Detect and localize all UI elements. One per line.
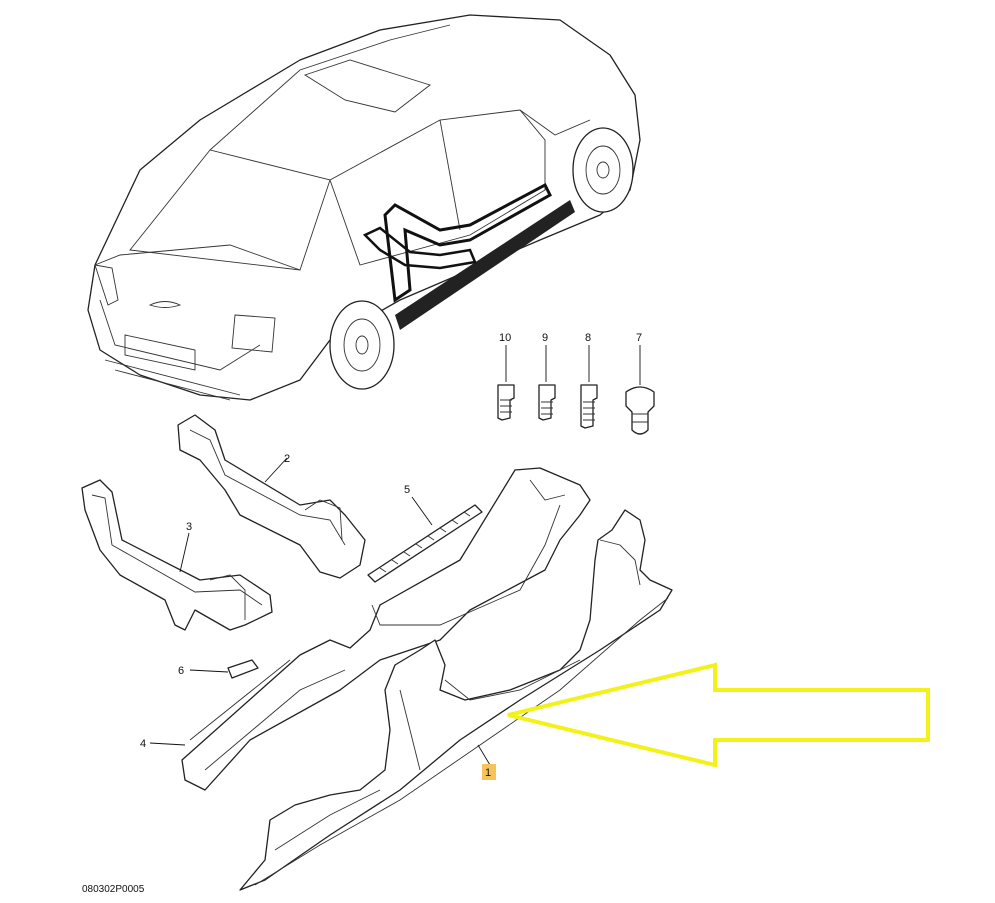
part-1-outer-sill: [239, 509, 673, 891]
part-4-inner-sill: [149, 467, 591, 791]
callout-8: 8: [585, 332, 591, 344]
part-3-bracket: [81, 479, 273, 631]
callout-4: 4: [140, 738, 146, 750]
yellow-arrow-annotation: [507, 662, 930, 768]
callout-labels: 1 2 3 4 5 6 7 8 9 10: [140, 332, 642, 780]
callout-1-highlight: [482, 764, 496, 780]
car-illustration: [87, 14, 641, 401]
part-6-clip: [189, 659, 259, 679]
fastener-10: [497, 345, 515, 421]
drawing-code: 080302P0005: [82, 884, 145, 895]
callout-7: 7: [636, 332, 642, 344]
callout-2: 2: [284, 453, 290, 465]
callout-6: 6: [178, 665, 184, 677]
fastener-7: [625, 345, 655, 435]
callout-1: 1: [485, 767, 491, 779]
callout-3: 3: [186, 521, 192, 533]
part-2-bracket: [177, 414, 366, 579]
fastener-9: [538, 345, 556, 421]
callout-9: 9: [542, 332, 548, 344]
callout-5: 5: [404, 484, 410, 496]
fastener-group: [497, 345, 655, 435]
fastener-8: [580, 345, 598, 429]
part-5-clip-strip: [367, 496, 483, 583]
callout-10: 10: [499, 332, 511, 344]
